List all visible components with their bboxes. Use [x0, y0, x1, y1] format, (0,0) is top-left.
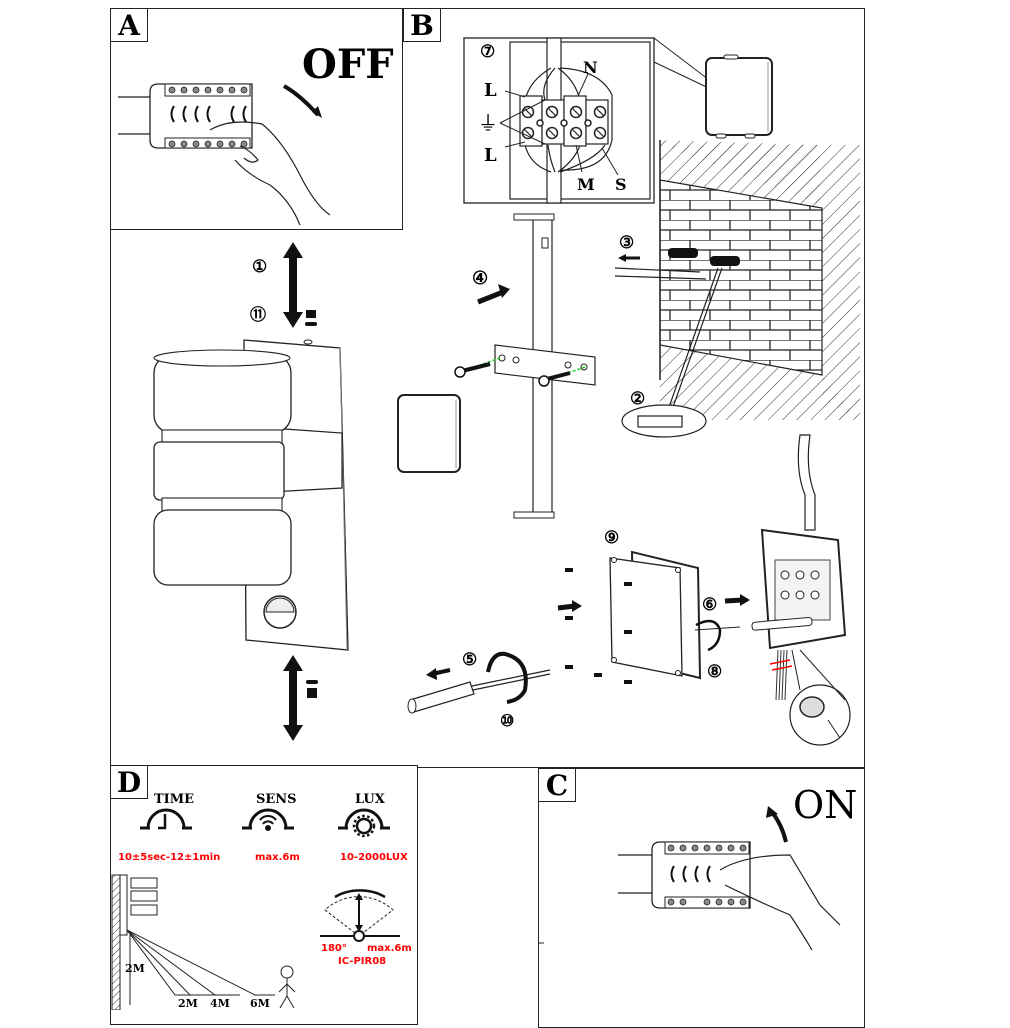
- on-arrow-icon: [770, 810, 788, 843]
- on-label: ON: [793, 783, 857, 827]
- washer-icon: [306, 680, 318, 684]
- brick-wall: [659, 140, 860, 420]
- wall-plug-icon: [710, 256, 740, 266]
- setting-sens-value: max.6m: [255, 852, 300, 863]
- step-1-label: ①: [252, 257, 267, 277]
- off-arrowhead-icon: [312, 106, 322, 118]
- step-11-label: ⑪: [250, 305, 266, 324]
- step-7-label: ⑦: [480, 42, 495, 62]
- step-4-arrow-icon: [477, 289, 504, 305]
- panel-b-letter: B: [403, 8, 441, 42]
- off-arrow-icon: [283, 84, 320, 117]
- distance-2m-label: 2M: [178, 997, 198, 1010]
- drill-body: [637, 415, 683, 428]
- detection-angle-diagram: [320, 889, 400, 942]
- setting-time-label: TIME: [154, 792, 194, 807]
- off-label: OFF: [302, 41, 394, 88]
- terminal-s-label: S: [615, 175, 627, 194]
- screw-icon: [307, 688, 317, 698]
- terminal-neutral-label: N: [583, 58, 598, 77]
- drill-bit: [667, 267, 719, 411]
- setting-sens-label: SENS: [256, 792, 297, 807]
- junction-box-small: [397, 394, 461, 473]
- terminal-m-label: M: [577, 175, 595, 194]
- mounting-bracket: [494, 213, 596, 519]
- arrowhead: [426, 668, 437, 680]
- setting-lux-value: 10-2000LUX: [340, 852, 408, 863]
- lamp-top-arrow-icon: [283, 242, 303, 328]
- arrowhead: [618, 254, 626, 262]
- wall-plug-icon: [668, 248, 698, 258]
- distance-6m-label: 6M: [250, 997, 270, 1010]
- panel-a-letter: A: [110, 8, 148, 42]
- cable: [614, 267, 707, 280]
- washer-icon: [305, 322, 317, 326]
- lux-dial-icon: [338, 808, 390, 838]
- detection-side-view: [111, 874, 296, 1010]
- step-5-label: ⑤: [462, 650, 477, 670]
- sensor-model-value: IC-PIR08: [338, 956, 386, 967]
- setting-lux-label: LUX: [355, 792, 386, 807]
- panel-d-letter: D: [110, 765, 148, 799]
- screw-head: [454, 366, 466, 378]
- drill-bit: [671, 267, 723, 411]
- detection-range-value: max.6m: [367, 943, 412, 954]
- wiring-inset: ⑦ L ⏚ L N M S: [463, 37, 739, 204]
- screw-head: [538, 375, 550, 387]
- arrowhead: [498, 284, 510, 298]
- step-10-label: ⑩: [500, 711, 514, 730]
- rotate-arrow-icon: [486, 651, 528, 704]
- lamp-bottom-arrow-icon: [283, 655, 303, 741]
- sensitivity-dial-icon: [242, 808, 294, 831]
- screw-icon: [306, 310, 316, 318]
- terminal-live-top-label: L: [484, 80, 497, 101]
- screws: [565, 568, 632, 684]
- screwdriver-icon: [407, 669, 551, 714]
- step-6-label: ⑥: [702, 595, 717, 615]
- setting-time-value: 10±5sec-12±1min: [118, 852, 220, 863]
- junction-box-open: [751, 434, 851, 746]
- mounting-height-label: 2M: [125, 962, 145, 975]
- arrowhead: [572, 600, 582, 612]
- distance-4m-label: 4M: [210, 997, 230, 1010]
- step-4-label: ④: [472, 268, 488, 289]
- step-3-label: ③: [619, 233, 634, 253]
- arrowhead: [740, 594, 750, 606]
- terminal-live-bottom-label: L: [484, 145, 497, 166]
- timer-dial-icon: [140, 808, 192, 830]
- earth-icon: ⏚: [478, 111, 498, 135]
- arrowhead: [766, 806, 778, 818]
- panel-c-letter: C: [538, 768, 576, 802]
- step-2-label: ②: [630, 389, 645, 409]
- junction-box-closed: [705, 54, 773, 139]
- detection-angle-value: 180°: [321, 943, 347, 954]
- breaker-off-illustration: [118, 83, 331, 226]
- rotate-arrow-icon: [695, 619, 722, 652]
- breaker-on-illustration: [538, 841, 841, 951]
- step-9-label: ⑨: [604, 528, 619, 548]
- wall-lamp: [153, 339, 349, 651]
- step-8-label: ⑧: [707, 662, 722, 682]
- cover-plate: [609, 550, 702, 680]
- panel-a: A: [110, 8, 403, 230]
